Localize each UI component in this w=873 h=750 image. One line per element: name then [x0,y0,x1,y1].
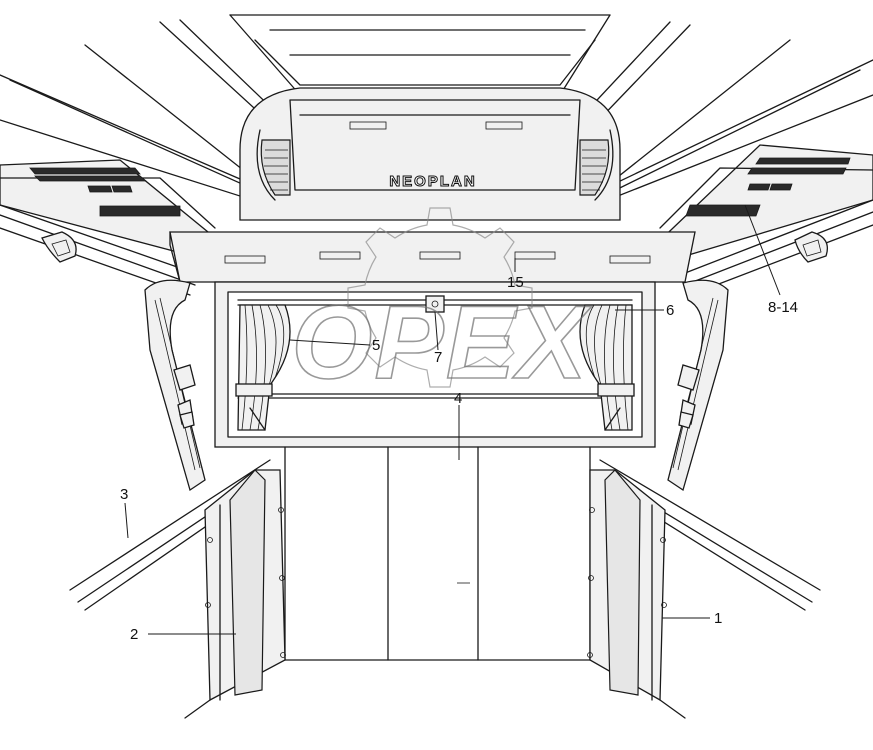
callout-4: 4 [454,390,462,407]
left-side-panel [184,469,286,719]
callout-6: 6 [666,302,674,319]
callout-1: 1 [714,610,722,627]
left-air-vents [29,167,181,217]
left-grab-handle [41,231,77,263]
neoplan-logo: NEOPLAN [389,173,476,190]
front-upper-panel [169,231,696,283]
callout-5: 5 [372,337,380,354]
curtain-rail-bracket [425,295,445,313]
front-door-area [284,446,591,661]
callouts: 1 2 3 4 5 6 7 8-14 15 [120,204,798,643]
right-side-panel [587,469,686,719]
right-air-vents [685,157,851,217]
left-speaker-grille [260,139,291,196]
left-curtain [235,304,291,431]
windshield-frame [214,281,656,448]
right-overhead-service-panel [649,144,873,296]
right-curtain [579,304,635,431]
callout-2: 2 [130,626,138,643]
left-a-pillar [144,279,206,492]
front-header-box: NEOPLAN [239,87,621,221]
right-grab-handle [794,231,829,263]
callout-7: 7 [434,349,442,366]
right-speaker-grille [579,139,610,196]
right-a-pillar [667,279,729,492]
callout-8-14: 8-14 [768,299,798,316]
callout-3: 3 [120,486,128,503]
callout-15: 15 [507,274,524,291]
